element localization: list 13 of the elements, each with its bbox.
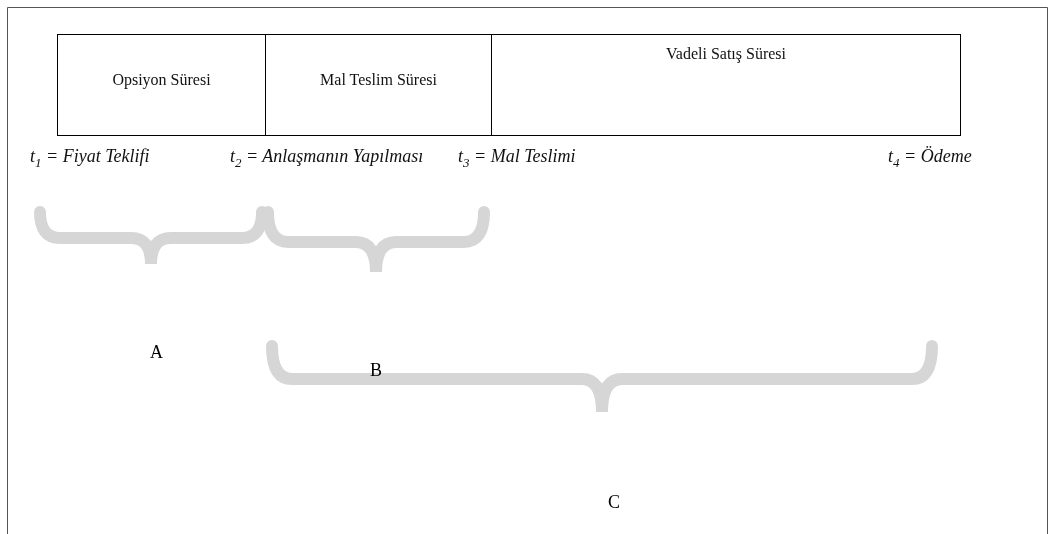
brace-label: C [608, 492, 621, 513]
time-point-label: t$_{4}$ = Ödeme [888, 145, 973, 172]
time-point-label: t$_{2}$ = Anlaşmanın Yapılması [230, 145, 425, 172]
brace-label: B [370, 360, 383, 381]
period-label: Vadeli Satış Süresi [665, 45, 787, 63]
period-box [491, 34, 961, 136]
period-box [57, 34, 266, 136]
period-label: Opsiyon Süresi [111, 71, 212, 89]
time-point-label: t$_{3}$ = Mal Teslimi [458, 145, 577, 172]
brace-label: A [150, 342, 164, 363]
time-point-label: t$_{1}$ = Fiyat Teklifi [30, 145, 151, 172]
period-label: Mal Teslim Süresi [319, 71, 438, 89]
period-box [265, 34, 492, 136]
